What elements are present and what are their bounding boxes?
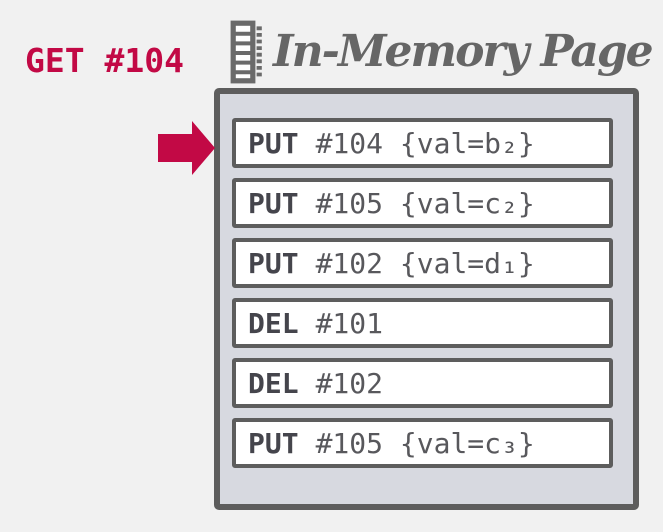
header: In-Memory Page: [230, 20, 654, 84]
op-code: PUT: [248, 126, 299, 160]
op-code: DEL: [248, 366, 299, 400]
log-entry-row: PUT #104 {val=b₂}: [232, 118, 613, 168]
op-args: #105 {val=c₂}: [315, 186, 535, 220]
in-memory-page-box: PUT #104 {val=b₂} PUT #105 {val=c₂} PUT #10…: [214, 88, 639, 510]
op-args: #101: [315, 306, 384, 340]
log-entry-row: PUT #102 {val=d₁}: [232, 238, 613, 288]
op-args: #102: [315, 366, 384, 400]
log-entry-row: DEL #101: [232, 298, 613, 348]
op-code: PUT: [248, 246, 299, 280]
get-query-label: GET #104: [25, 41, 184, 80]
log-entry-row: PUT #105 {val=c₃}: [232, 418, 613, 468]
ram-memory-icon: [230, 20, 270, 84]
op-code: PUT: [248, 186, 299, 220]
op-args: #102 {val=d₁}: [315, 246, 535, 280]
op-code: PUT: [248, 426, 299, 460]
op-code: DEL: [248, 306, 299, 340]
op-args: #105 {val=c₃}: [315, 426, 535, 460]
page-title: In-Memory Page: [273, 25, 654, 77]
arrow-right-icon: [158, 121, 215, 175]
op-args: #104 {val=b₂}: [315, 126, 535, 160]
log-entry-row: DEL #102: [232, 358, 613, 408]
log-entry-row: PUT #105 {val=c₂}: [232, 178, 613, 228]
